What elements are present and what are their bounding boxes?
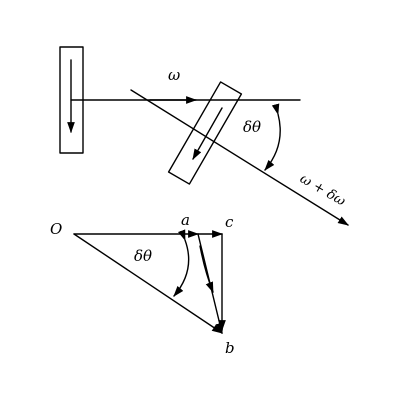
dtheta-arc-triangle [173, 229, 190, 297]
point-O-label: O [50, 220, 62, 238]
top-diagram: ω ω + δω δθ [59, 46, 349, 226]
dtheta-arc-top [264, 103, 281, 171]
point-a-label: a [181, 211, 190, 229]
disk-rotated-axis-arrow [192, 107, 223, 160]
omega-label: ω [168, 66, 180, 84]
dtheta-label-triangle: δθ [134, 247, 152, 265]
curved-arrow-ab [199, 245, 214, 294]
point-c-label: c [225, 213, 234, 231]
vector-triangle: δθ O a c b [50, 211, 235, 357]
omega-plus-domega-label: ω + δω [297, 171, 348, 210]
dtheta-label-top: δθ [243, 118, 261, 136]
omega-plus-domega-line [130, 89, 349, 226]
disk-rotated [167, 81, 243, 185]
disk-rotated-outline [167, 81, 243, 185]
vector-Ob [73, 233, 223, 334]
point-b-label: b [225, 339, 235, 357]
